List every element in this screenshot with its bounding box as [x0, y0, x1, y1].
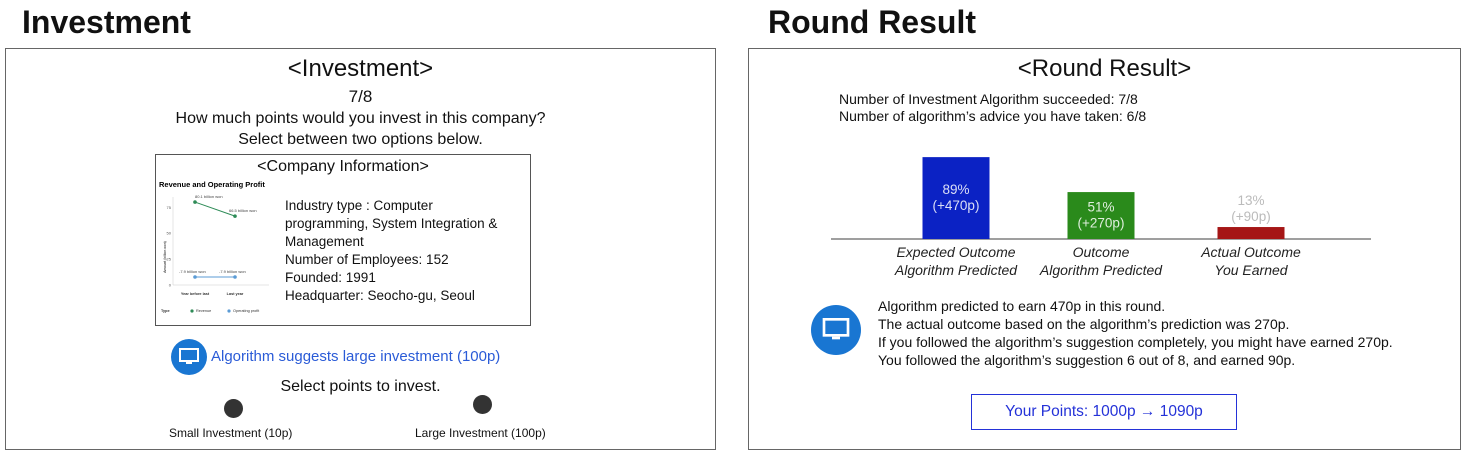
bar-value-label: (+470p): [933, 198, 980, 213]
info-line: Headquarter: Seocho-gu, Seoul: [285, 288, 475, 303]
mini-chart-ylabel: Amount (billion won): [163, 241, 167, 273]
info-line: Number of Employees: 152: [285, 252, 449, 267]
profit-label: -7.9 billion won: [219, 269, 246, 274]
outcome-bar: [1067, 192, 1135, 239]
monitor-icon: [811, 305, 861, 355]
profit-label: -7.9 billion won: [179, 269, 206, 274]
mini-legend-revenue: Revenue: [196, 309, 211, 313]
info-line: Industry type : Computer: [285, 198, 433, 213]
bar-category-label: Algorithm Predicted: [894, 262, 1018, 278]
explanation-line: Algorithm predicted to earn 470p in this…: [878, 298, 1166, 314]
mini-x-tick: Last year: [227, 292, 244, 296]
algorithm-suggestion-text: Algorithm suggests large investment (100…: [211, 348, 501, 365]
progress-counter: 7/8: [348, 87, 373, 106]
mini-y-tick: 50: [167, 231, 172, 236]
company-information-title: <Company Information>: [257, 158, 429, 175]
bar-category-label: You Earned: [1214, 262, 1288, 278]
your-points-box: Your Points: 1000p → 1090p: [971, 394, 1237, 430]
explanation-line: The actual outcome based on the algorith…: [878, 316, 1290, 332]
mini-legend-title: Type: [161, 309, 170, 313]
mini-chart-title: Revenue and Operating Profit: [159, 180, 265, 189]
company-information-card: <Company Information> Revenue and Operat…: [155, 154, 531, 326]
bar-value-label: (+270p): [1078, 216, 1125, 231]
mini-legend-revenue-swatch: [190, 309, 194, 313]
revenue-line: [194, 201, 236, 217]
round-result-panel: <Round Result> Number of Investment Algo…: [748, 48, 1461, 450]
mini-x-tick: Year before last: [181, 292, 210, 296]
round-stats: Number of Investment Algorithm succeeded…: [839, 91, 1146, 125]
explanation-line: You followed the algorithm’s suggestion …: [878, 352, 1296, 368]
select-points-prompt: Select points to invest.: [280, 378, 441, 395]
revenue-point: [193, 200, 197, 204]
large-investment-label[interactable]: Large Investment (100p): [415, 426, 546, 440]
bar-value-label: 51%: [1087, 200, 1114, 215]
revenue-point: [233, 214, 237, 218]
bar-category-label: Outcome: [1073, 244, 1130, 260]
advice-taken-stat: Number of algorithm’s advice you have ta…: [839, 108, 1147, 124]
small-investment-radio[interactable]: [224, 399, 243, 418]
investment-question: How much points would you invest in this…: [175, 110, 546, 127]
mini-y-tick: 25: [167, 257, 172, 262]
small-investment-label[interactable]: Small Investment (10p): [169, 426, 293, 440]
revenue-label: 66.5 billion won: [229, 208, 257, 213]
bar-value-label: (+90p): [1231, 209, 1270, 224]
investment-heading: Investment: [22, 4, 191, 40]
bar-category-label: Algorithm Predicted: [1039, 262, 1163, 278]
revenue-profit-mini-chart: Revenue and Operating Profit Amount (bil…: [159, 180, 269, 313]
algorithm-success-stat: Number of Investment Algorithm succeeded…: [839, 91, 1138, 107]
company-info-list: Industry type : Computer programming, Sy…: [285, 197, 529, 305]
round-result-title: <Round Result>: [1017, 55, 1192, 82]
profit-point: [233, 275, 237, 279]
mini-legend-profit: Operating profit: [233, 309, 260, 313]
bar-value-label: 13%: [1237, 193, 1264, 208]
mini-legend-profit-swatch: [227, 309, 231, 313]
explanation-line: If you followed the algorithm’s suggesti…: [878, 334, 1393, 350]
mini-y-tick: 75: [167, 205, 172, 210]
round-result-heading: Round Result: [768, 4, 976, 40]
mini-y-tick: 0: [169, 283, 172, 288]
outcome-bar: [1217, 227, 1285, 239]
bar-category-label: Expected Outcome: [896, 244, 1015, 260]
info-line: Founded: 1991: [285, 270, 376, 285]
bar-value-label: 89%: [942, 182, 969, 197]
info-line: Management: [285, 234, 364, 249]
monitor-icon: [171, 339, 207, 375]
info-line: programming, System Integration &: [285, 216, 498, 231]
bar-category-label: Actual Outcome: [1200, 244, 1301, 260]
large-investment-radio[interactable]: [473, 395, 492, 414]
revenue-label: 80.1 billion won: [195, 194, 223, 199]
outcome-bar: [922, 157, 990, 239]
investment-title: <Investment>: [287, 55, 434, 82]
investment-instruction: Select between two options below.: [238, 131, 483, 148]
profit-point: [193, 275, 197, 279]
algorithm-explanation: Algorithm predicted to earn 470p in this…: [878, 297, 1393, 369]
investment-panel: <Investment> 7/8 How much points would y…: [5, 48, 716, 450]
